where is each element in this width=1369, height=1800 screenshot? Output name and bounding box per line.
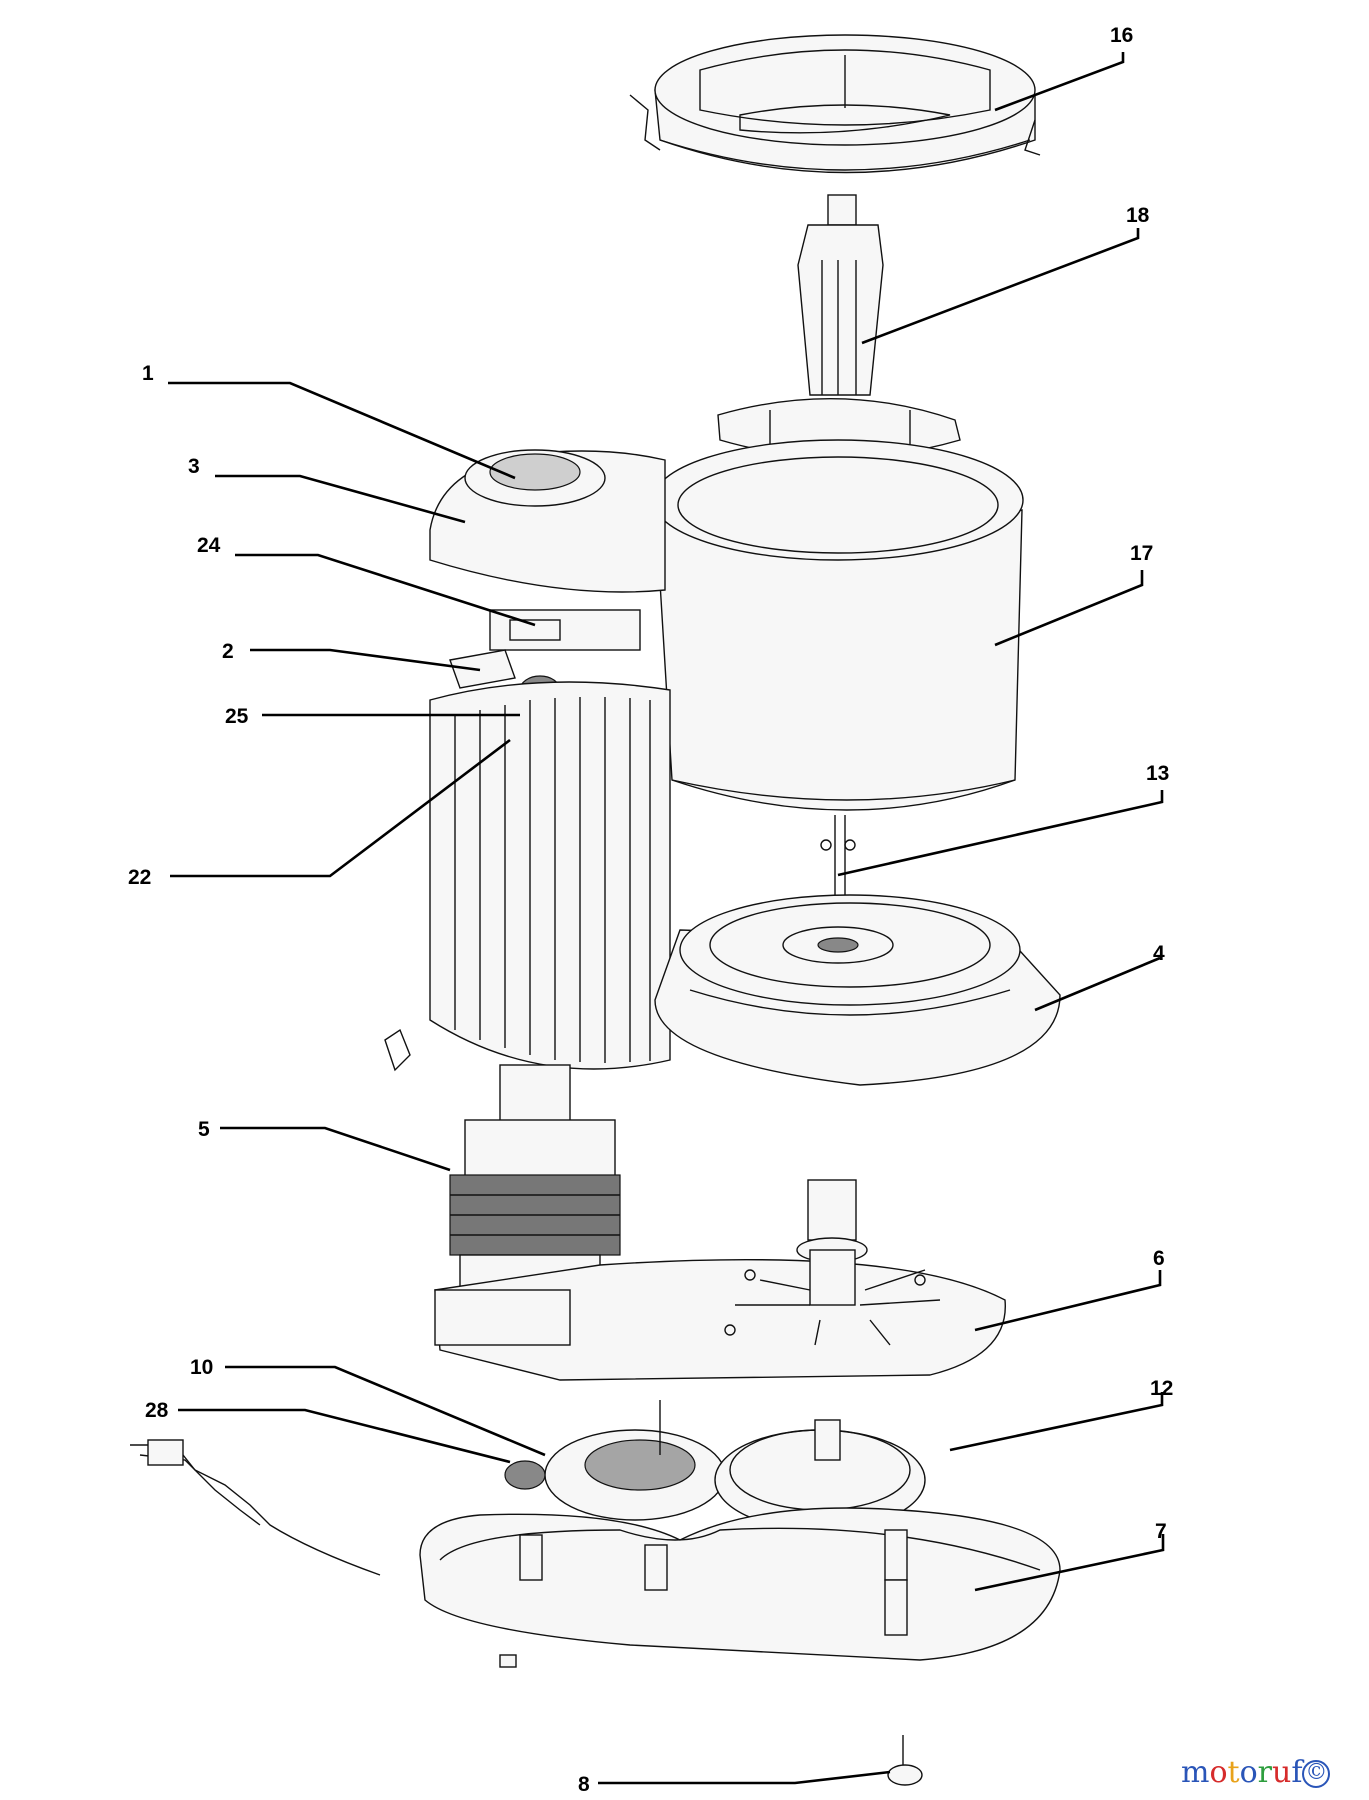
watermark-letter: o <box>1239 1755 1258 1790</box>
callout-7: 7 <box>1155 1520 1167 1543</box>
watermark-badge: © <box>1302 1760 1331 1788</box>
part-16-lid <box>629 34 1041 174</box>
part-6-gear-plate <box>434 1179 1006 1381</box>
part-7-bottom-base <box>419 1507 1061 1668</box>
motoruf-watermark: motoruf© <box>1181 1755 1331 1790</box>
part-24-switch <box>489 609 641 651</box>
watermark-letter: f <box>1291 1755 1303 1790</box>
part-8-foot <box>887 1735 923 1786</box>
callout-24: 24 <box>197 534 221 557</box>
part-4-base-housing <box>654 894 1061 1086</box>
part-5-motor <box>449 1064 621 1291</box>
callout-labels: 1 3 24 2 25 22 16 18 17 13 4 5 6 10 28 1… <box>128 24 1173 1796</box>
watermark-letter: o <box>1209 1755 1228 1790</box>
callout-4: 4 <box>1153 942 1165 965</box>
callout-25: 25 <box>225 705 249 728</box>
callout-5: 5 <box>198 1118 210 1141</box>
callout-12: 12 <box>1150 1377 1173 1400</box>
callout-8: 8 <box>578 1773 590 1796</box>
watermark-letter: r <box>1257 1755 1272 1790</box>
callout-3: 3 <box>188 455 200 478</box>
callout-28: 28 <box>145 1399 169 1422</box>
part-18-shaft <box>717 194 961 459</box>
part-3-top-cover <box>429 449 666 593</box>
callout-1: 1 <box>142 362 154 385</box>
leader-lines <box>168 52 1165 1785</box>
part-28-worm <box>504 1460 546 1490</box>
callout-17: 17 <box>1130 542 1153 565</box>
callout-22: 22 <box>128 866 151 889</box>
part-10-gear <box>544 1400 726 1521</box>
watermark-letter: t <box>1227 1755 1240 1790</box>
watermark-letters: motoruf <box>1181 1755 1302 1790</box>
callout-16: 16 <box>1110 24 1133 47</box>
power-cord <box>130 1439 381 1576</box>
part-2-bracket <box>449 649 516 689</box>
callout-6: 6 <box>1153 1247 1165 1270</box>
part-12-gear <box>714 1419 926 1531</box>
callout-10: 10 <box>190 1356 213 1379</box>
callout-18: 18 <box>1126 204 1150 227</box>
callout-13: 13 <box>1146 762 1169 785</box>
watermark-letter: u <box>1271 1755 1292 1790</box>
motor-housing <box>384 681 671 1072</box>
watermark-letter: m <box>1181 1755 1210 1790</box>
part-17-bowl <box>652 439 1024 811</box>
callout-2: 2 <box>222 640 234 663</box>
